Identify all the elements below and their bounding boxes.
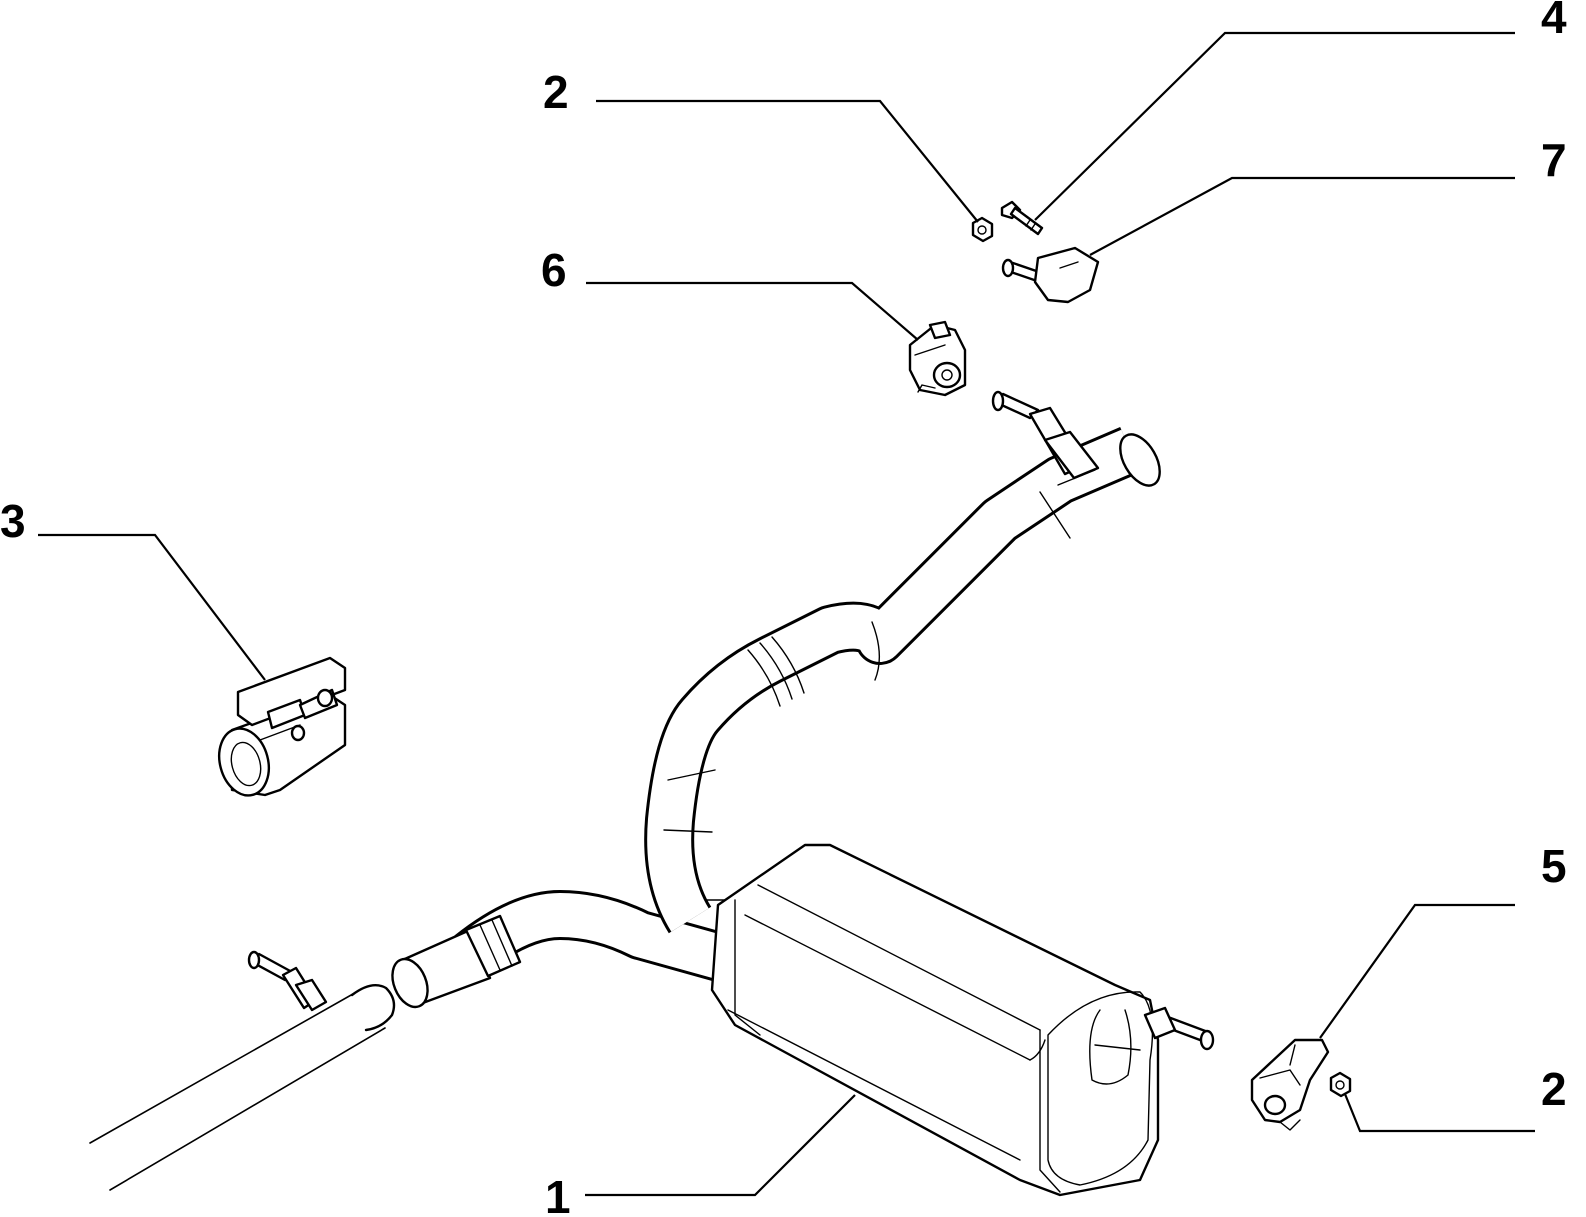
leader-7 [1089, 176, 1515, 256]
bracket-part-7 [1001, 246, 1100, 304]
leader-4 [1034, 31, 1515, 221]
nut-part-2-lower [1329, 1071, 1352, 1098]
nut-part-2-upper [971, 216, 994, 243]
leader-6 [586, 281, 919, 341]
exhaust-pipe-main [391, 390, 1161, 1009]
callout-1: 1 [545, 1171, 571, 1217]
clamp-part-3 [218, 656, 347, 797]
callout-7: 7 [1541, 134, 1567, 186]
leader-2-upper [596, 99, 979, 223]
rear-muffler [710, 843, 1215, 1197]
callout-3: 3 [0, 495, 26, 547]
mount-part-5 [1250, 1038, 1330, 1131]
callout-6: 6 [541, 244, 567, 296]
front-pipe-section [89, 950, 396, 1191]
leader-5 [1319, 903, 1515, 1039]
callout-4: 4 [1541, 0, 1567, 43]
leader-lines [38, 31, 1535, 1197]
rubber-mount-part-6 [908, 320, 967, 397]
callout-2-upper: 2 [543, 66, 569, 118]
bolt-part-4 [1000, 200, 1044, 236]
callout-5: 5 [1541, 840, 1567, 892]
leader-3 [38, 533, 266, 681]
callout-2-lower: 2 [1541, 1063, 1567, 1115]
leader-2-lower [1343, 1093, 1535, 1133]
leader-1 [585, 1094, 856, 1197]
